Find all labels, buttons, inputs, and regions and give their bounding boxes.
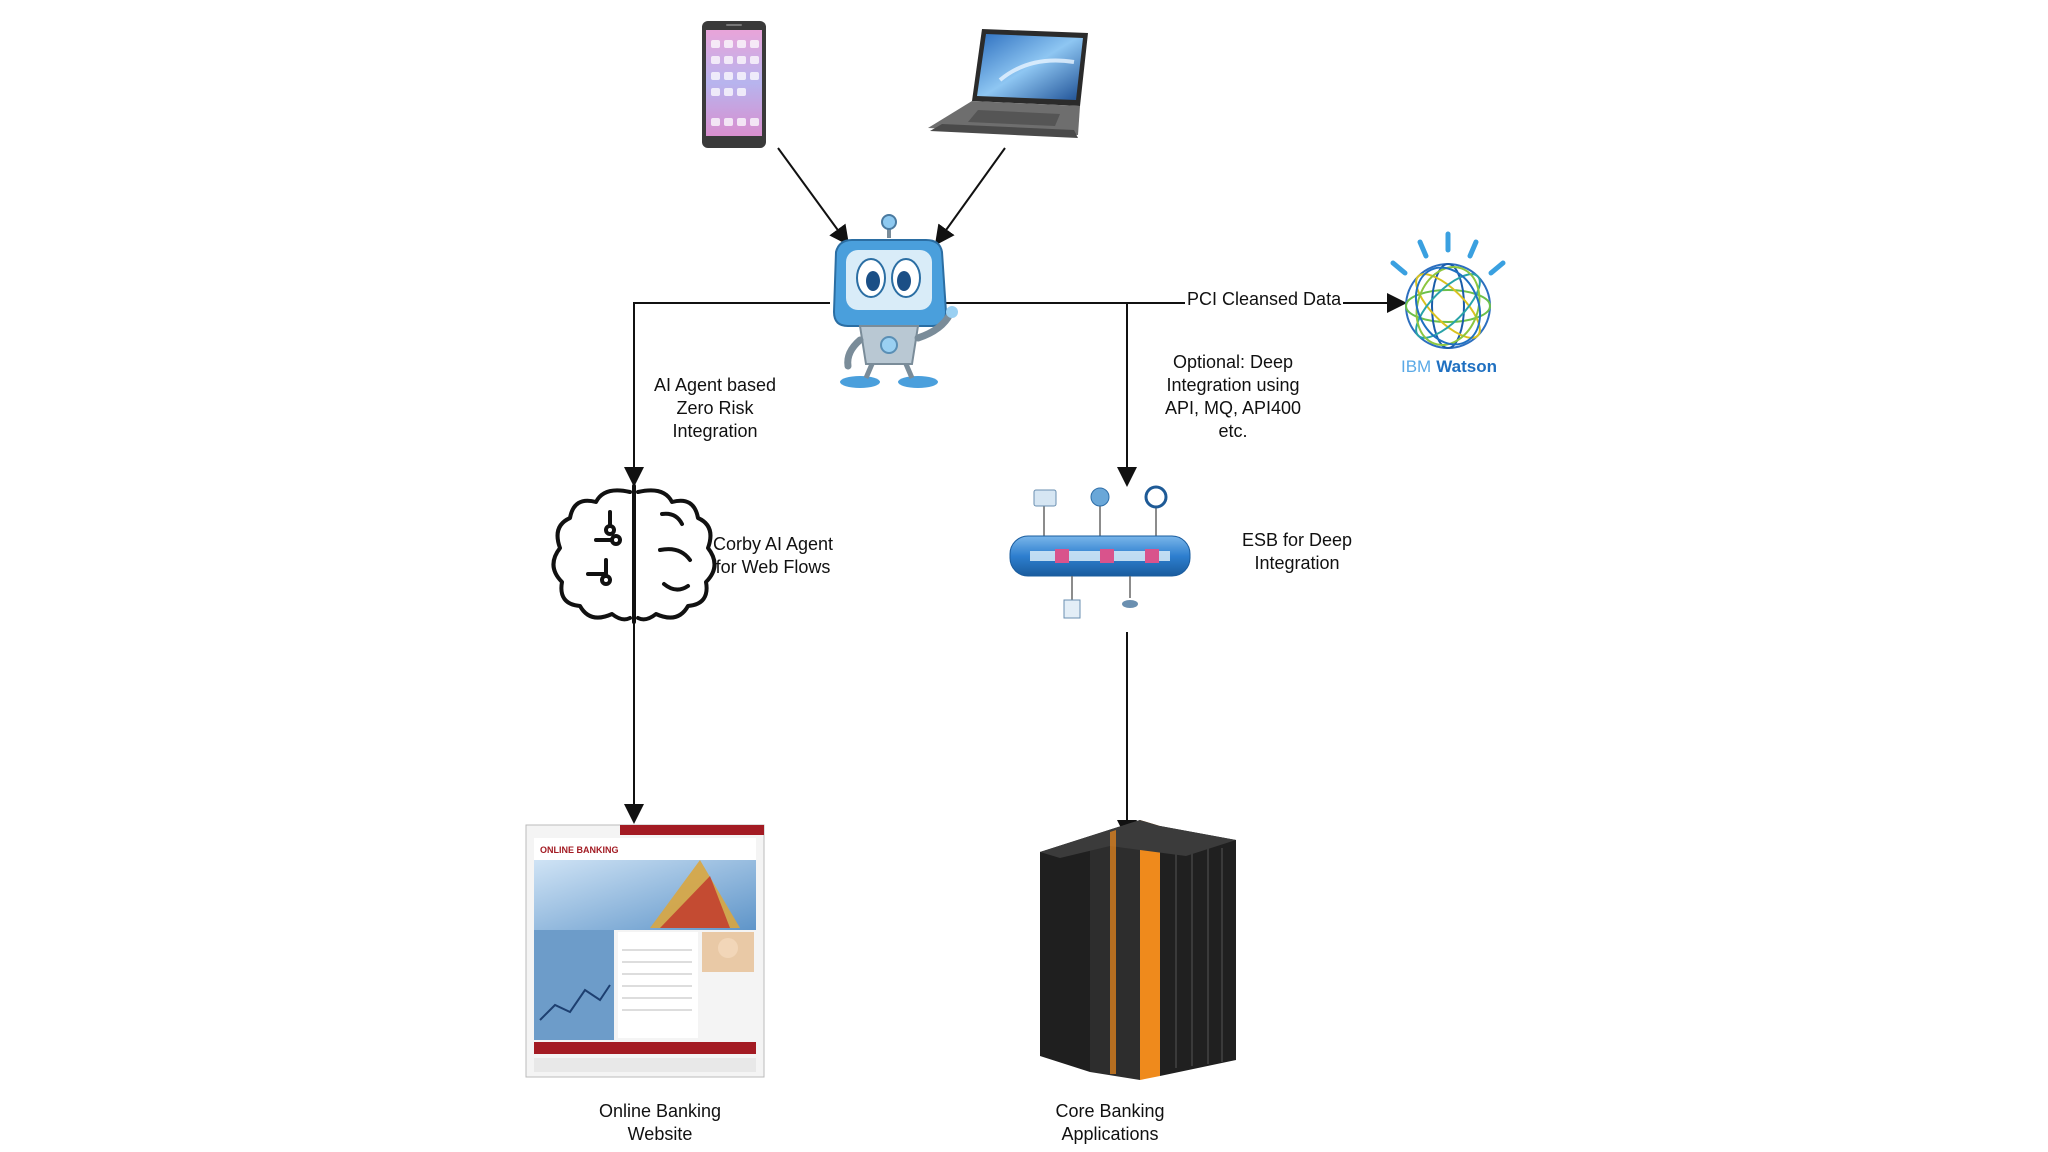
watson-logo-text: IBM Watson (1400, 357, 1497, 376)
agent-to-brain-arrow (624, 302, 830, 487)
laptop-to-agent-arrow (934, 147, 1006, 246)
banking-site-logo: ONLINE BANKING (540, 845, 619, 855)
core-banking-label: Core Banking Applications (1055, 1101, 1165, 1144)
ibm-watson-globe-icon (1390, 231, 1506, 349)
phone-to-agent-arrow (777, 147, 850, 246)
connectors (624, 147, 1407, 840)
robot-agent-icon (832, 214, 958, 388)
pci-cleansed-data-label: PCI Cleansed Data (1185, 288, 1344, 311)
online-banking-label: Online Banking Website (598, 1101, 722, 1144)
mainframe-server-icon (1040, 820, 1236, 1080)
corby-agent-label: Corby AI Agent for Web Flows (712, 534, 834, 577)
esb-bus-icon (1009, 485, 1191, 619)
ai-agent-integration-label: AI Agent based Zero Risk Integration (653, 375, 777, 441)
laptop-icon (928, 29, 1088, 138)
optional-deep-integration-label: Optional: Deep Integration using API, MQ… (1164, 352, 1302, 441)
banking-website-thumbnail: ONLINE BANKING (525, 824, 765, 1078)
smartphone-icon (702, 21, 766, 148)
brain-circuit-icon (551, 484, 717, 624)
esb-label: ESB for Deep Integration (1241, 530, 1353, 573)
